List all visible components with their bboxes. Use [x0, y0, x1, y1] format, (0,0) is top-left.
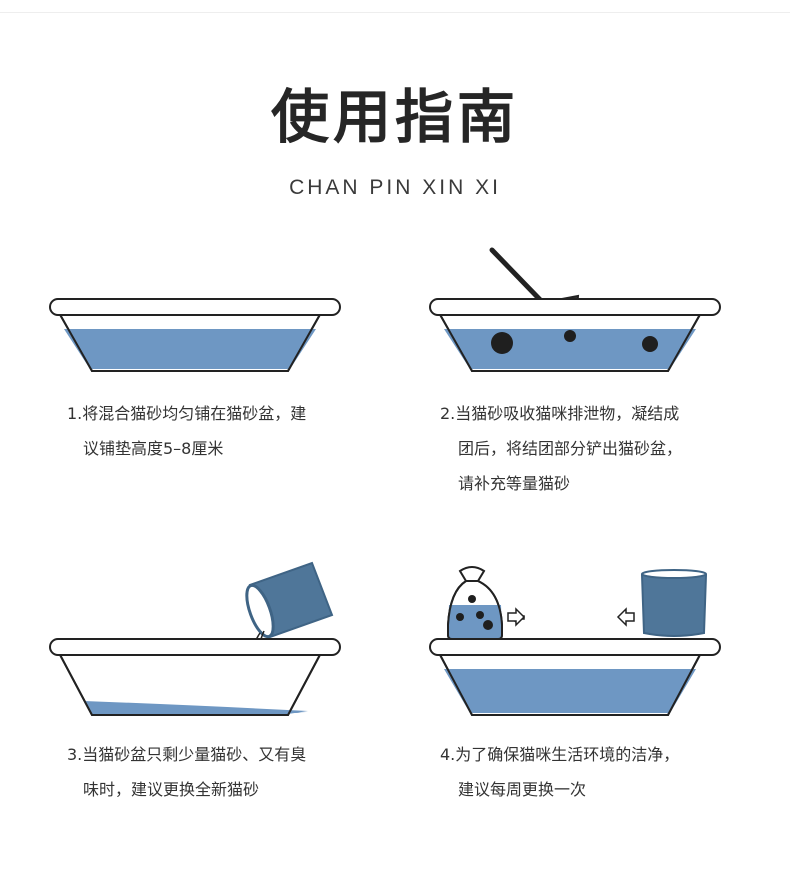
step-2-text: 2.当猫砂吸收猫咪排泄物，凝结成 团后，将结团部分铲出猫砂盆， 请补充等量猫砂: [440, 396, 682, 501]
litter-box-icon: [49, 638, 341, 716]
waste-bag-icon: [447, 566, 503, 640]
step-2-line-1: 2.当猫砂吸收猫咪排泄物，凝结成: [440, 404, 680, 423]
arrow-icon: [616, 607, 635, 627]
litter-bucket-icon: [640, 569, 708, 637]
step-2-illustration: [429, 247, 721, 372]
arrow-icon: [507, 607, 526, 627]
step-3-line-2: 味时，建议更换全新猫砂: [83, 780, 260, 799]
step-4-illustration: [429, 566, 721, 716]
litter-box-icon: [49, 298, 341, 372]
step-3-text: 3.当猫砂盆只剩少量猫砂、又有臭 味时，建议更换全新猫砂: [67, 737, 306, 807]
pouring-cup-icon: [242, 561, 334, 706]
page-title: 使用指南: [270, 83, 519, 151]
step-4-line-1: 4.为了确保猫咪生活环境的洁净，: [440, 745, 680, 764]
step-1-text: 1.将混合猫砂均匀铺在猫砂盆，建 议铺垫高度5–8厘米: [67, 396, 306, 466]
top-divider: [0, 12, 790, 13]
litter-box-icon: [429, 638, 721, 716]
step-1-line-1: 1.将混合猫砂均匀铺在猫砂盆，建: [67, 404, 307, 423]
page-subtitle: CHAN PIN XIN XI: [289, 176, 501, 199]
step-2-line-3: 请补充等量猫砂: [458, 474, 571, 493]
step-1-illustration: [49, 298, 341, 372]
clump-icon: [491, 330, 658, 354]
step-4-line-2: 建议每周更换一次: [458, 780, 587, 799]
step-2-line-2: 团后，将结团部分铲出猫砂盆，: [458, 439, 683, 458]
step-3-illustration: [49, 561, 341, 716]
step-4-text: 4.为了确保猫咪生活环境的洁净， 建议每周更换一次: [440, 737, 679, 807]
step-1-line-2: 议铺垫高度5–8厘米: [83, 439, 224, 458]
step-3-line-1: 3.当猫砂盆只剩少量猫砂、又有臭: [67, 745, 307, 764]
